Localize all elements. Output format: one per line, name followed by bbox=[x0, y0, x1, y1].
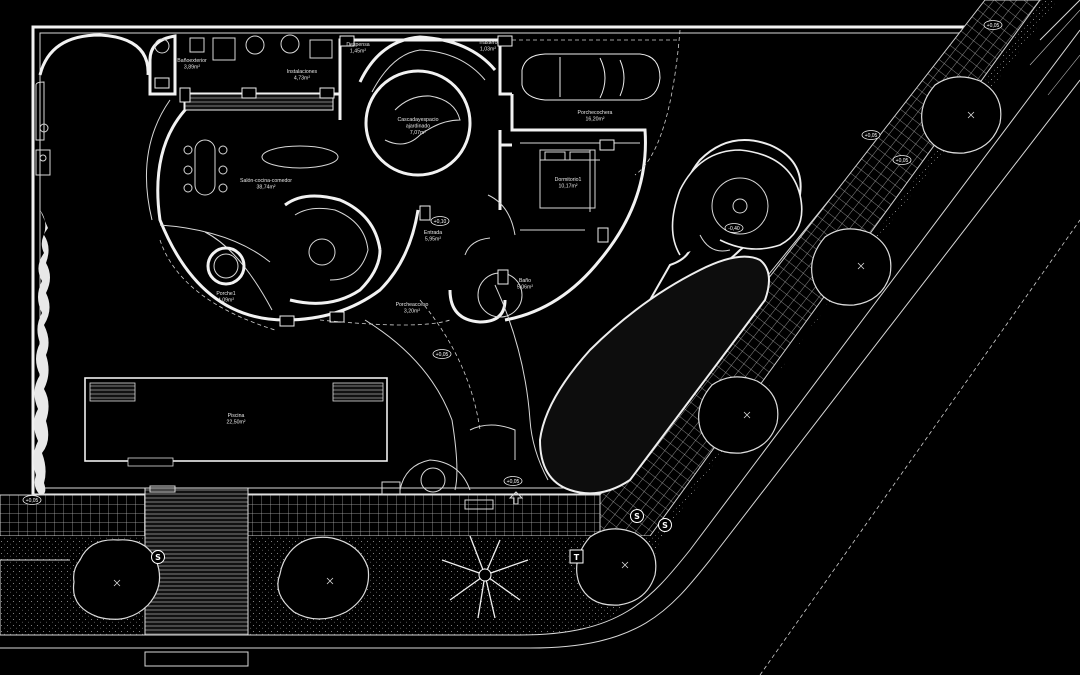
room-name: Despensa bbox=[346, 42, 369, 48]
level-marker: +0,05 bbox=[861, 130, 881, 140]
level-marker: -0,40 bbox=[724, 223, 744, 233]
streetlight-symbol: S bbox=[658, 518, 672, 532]
room-area: 5,06m² bbox=[517, 285, 533, 291]
room-area: 4,73m² bbox=[294, 76, 310, 82]
kitchen-counter bbox=[184, 93, 334, 111]
room-name: Bañoexterior bbox=[177, 58, 207, 64]
palm-tree bbox=[441, 535, 529, 619]
level-value: +0,05 bbox=[865, 133, 878, 139]
level-value: +0,05 bbox=[507, 479, 520, 485]
room-name: Porcheacceso bbox=[396, 302, 429, 308]
level-marker: +0,05 bbox=[503, 476, 523, 486]
streetlight-symbol: S bbox=[630, 509, 644, 523]
room-name: Piscina bbox=[228, 413, 245, 419]
room-area: 7,07m² bbox=[410, 130, 426, 136]
room-area: 4,09m² bbox=[218, 298, 234, 304]
room-name: Porche1 bbox=[216, 291, 235, 297]
bed bbox=[539, 149, 596, 209]
level-value: +0,05 bbox=[436, 352, 449, 358]
level-value: +0,05 bbox=[987, 23, 1000, 29]
room-area: 22,50m² bbox=[226, 420, 245, 426]
level-marker: +0,05 bbox=[983, 20, 1003, 30]
cascade-garden bbox=[364, 69, 472, 177]
pool bbox=[84, 377, 388, 467]
paving-bottom bbox=[0, 494, 611, 537]
level-value: -0,40 bbox=[728, 226, 740, 232]
level-marker: +0,10 bbox=[430, 216, 450, 226]
level-value: +0,05 bbox=[26, 498, 39, 504]
streetlight-symbol: S bbox=[151, 550, 165, 564]
level-value: +0,10 bbox=[434, 219, 447, 225]
tree bbox=[72, 76, 1002, 620]
room-name: Dormitorio1 bbox=[555, 177, 582, 183]
car bbox=[521, 53, 661, 101]
level-marker: +0,05 bbox=[432, 349, 452, 359]
room-name: Porchecochera bbox=[578, 110, 613, 116]
room-name: Cascadayespacio bbox=[398, 117, 439, 123]
room-name: Trastero bbox=[478, 40, 497, 46]
room-name: ajardinado bbox=[406, 124, 430, 130]
room-name: Entrada bbox=[424, 230, 442, 236]
room-area: 3,89m² bbox=[184, 65, 200, 71]
room-area: 1,45m² bbox=[350, 49, 366, 55]
level-marker: +0,05 bbox=[892, 155, 912, 165]
symbol-label: T bbox=[574, 553, 580, 562]
room-area: 1,03m² bbox=[480, 47, 496, 53]
level-marker: +0,05 bbox=[22, 495, 42, 505]
room-name: Instalaciones bbox=[287, 69, 318, 75]
room-area: 16,20m² bbox=[585, 117, 604, 123]
room-name: Salón-cocina-comedor bbox=[240, 178, 292, 184]
room-area: 3,20m² bbox=[404, 309, 420, 315]
room-area: 38,74m² bbox=[256, 185, 275, 191]
room-area: 10,17m² bbox=[558, 184, 577, 190]
symbol-label: S bbox=[634, 512, 640, 521]
room-name: Baño bbox=[519, 278, 531, 284]
symbol-label: S bbox=[662, 521, 668, 530]
transformer-symbol: T bbox=[569, 549, 584, 564]
room-area: 5,95m² bbox=[425, 237, 441, 243]
hedge bbox=[33, 210, 50, 495]
level-value: +0,05 bbox=[896, 158, 909, 164]
symbol-label: S bbox=[155, 553, 161, 562]
